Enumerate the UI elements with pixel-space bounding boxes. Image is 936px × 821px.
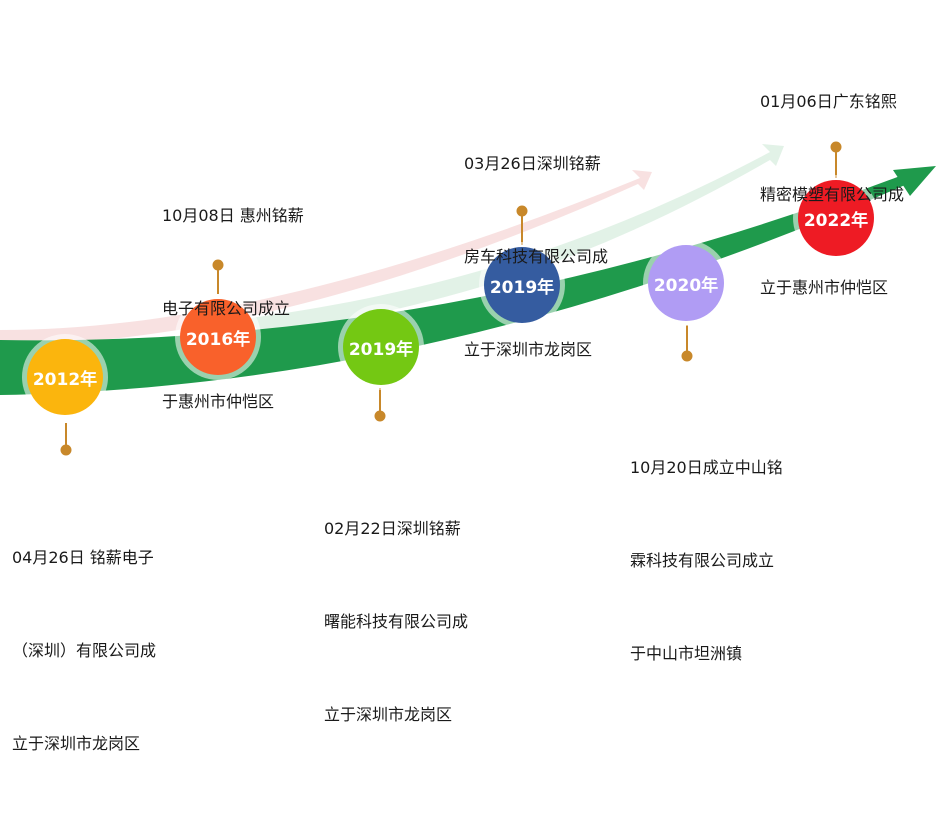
year-badge: 2022年 — [798, 180, 874, 256]
description-line: 精密模塑有限公司成 — [760, 185, 905, 204]
milestone-description: 02月22日深圳铭薪 曙能科技有限公司成 立于深圳市龙岗区 — [324, 451, 468, 792]
description-line: 02月22日深圳铭薪 — [324, 519, 461, 538]
description-line: （深圳）有限公司成 — [12, 641, 157, 660]
description-line: 霖科技有限公司成立 — [630, 551, 775, 570]
description-line: 10月20日成立中山铭 — [630, 458, 783, 477]
milestone-description: 10月20日成立中山铭 霖科技有限公司成立 于中山市坦洲镇 — [630, 390, 783, 731]
year-badge: 2019年 — [343, 309, 419, 385]
year-badge: 2016年 — [180, 299, 256, 375]
description-line: 01月06日广东铭熙 — [760, 92, 897, 111]
year-badge: 2012年 — [27, 339, 103, 415]
description-line: 于惠州市仲恺区 — [162, 392, 275, 411]
description-line: 房车科技有限公司成 — [464, 247, 609, 266]
description-line: 曙能科技有限公司成 — [324, 612, 469, 631]
year-badge: 2020年 — [648, 245, 724, 321]
connectors — [60, 141, 842, 456]
milestone-description: 03月26日深圳铭薪 房车科技有限公司成 立于深圳市龙岗区 — [464, 86, 608, 427]
description-line: 立于惠州市仲恺区 — [760, 278, 889, 297]
description-line: 立于深圳市龙岗区 — [464, 340, 593, 359]
milestone-description: 04月26日 铭薪电子 （深圳）有限公司成 立于深圳市龙岗区 — [12, 480, 156, 821]
description-line: 10月08日 惠州铭薪 — [162, 206, 304, 225]
timeline-arrow-head — [893, 166, 936, 196]
description-line: 04月26日 铭薪电子 — [12, 548, 154, 567]
ghost-arrow-green — [250, 144, 784, 334]
description-line: 立于深圳市龙岗区 — [324, 705, 453, 724]
description-line: 03月26日深圳铭薪 — [464, 154, 601, 173]
year-badge: 2019年 — [484, 247, 560, 323]
description-line: 电子有限公司成立 — [162, 299, 291, 318]
description-line: 立于深圳市龙岗区 — [12, 734, 141, 753]
milestone-description: 10月08日 惠州铭薪 电子有限公司成立 于惠州市仲恺区 — [162, 138, 304, 479]
milestone-description: 01月06日广东铭熙 精密模塑有限公司成 立于惠州市仲恺区 — [760, 24, 904, 365]
description-line: 于中山市坦洲镇 — [630, 644, 743, 663]
